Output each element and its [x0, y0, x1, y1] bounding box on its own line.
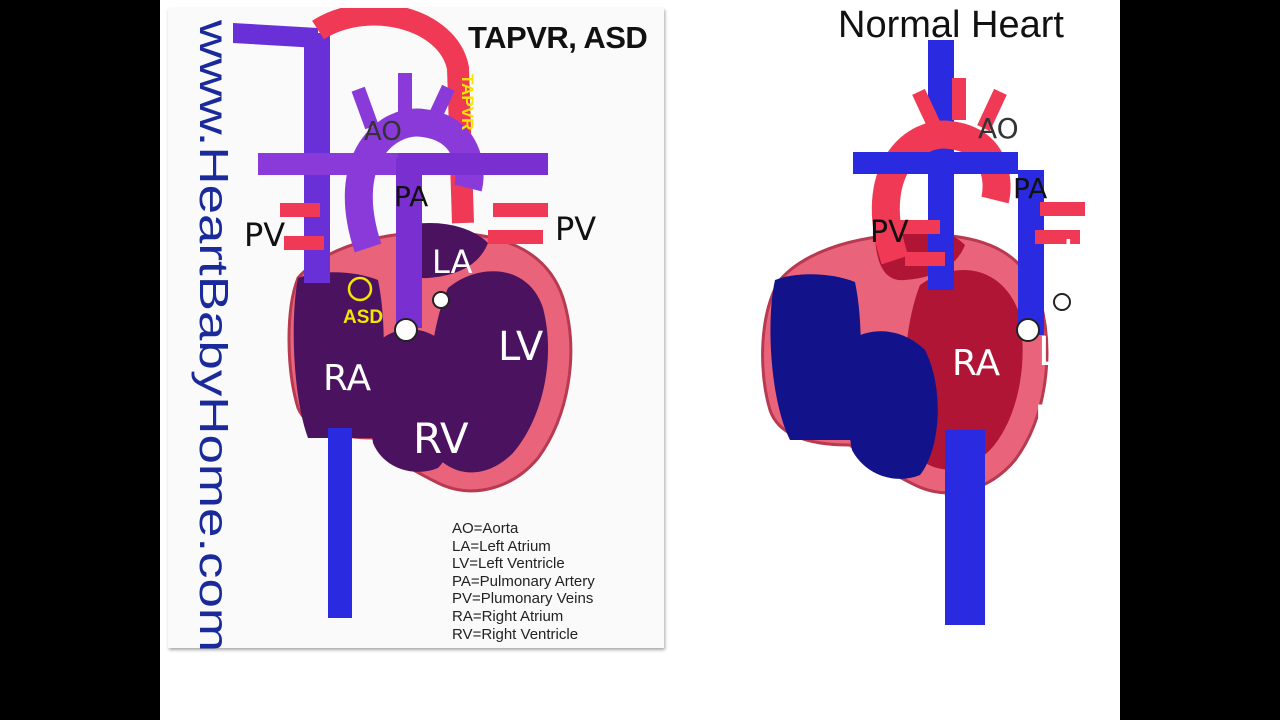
legend-item: RA=Right Atrium: [452, 607, 564, 625]
label-ao: AO: [978, 112, 1019, 145]
pv-left-1: [900, 220, 940, 234]
pv-left-2: [284, 236, 324, 250]
asd-marker: [347, 276, 373, 302]
pulmonary-artery-trunk: [396, 158, 422, 328]
legend-item: PV=Plumonary Veins: [452, 590, 594, 608]
slide: www.HeartBabyHome.com TAPVR, ASD: [160, 0, 1120, 720]
mitral-valve: [432, 291, 450, 309]
label-pv-left: PV: [870, 215, 909, 250]
pv-right-2: [488, 230, 543, 244]
pulmonary-artery-right-branch: [398, 153, 548, 175]
label-la: LA: [432, 243, 473, 281]
tapvr-heart-illustration: AO PA LA LV RA RV PV PV ASD TAPVR: [233, 8, 596, 618]
right-diagram-title: Normal Heart: [838, 4, 1064, 46]
label-pv-right: PV: [555, 210, 596, 248]
pulmonary-artery-left-branch: [258, 153, 398, 175]
pulmonary-artery-trunk: [1018, 170, 1044, 335]
right-ventricle-chamber: [371, 329, 459, 472]
label-lv: LV: [498, 324, 544, 370]
label-lv: LV: [1038, 329, 1084, 375]
label-la: LA: [1063, 233, 1100, 274]
label-ao: AO: [364, 117, 402, 147]
tapvr-diagram-panel: www.HeartBabyHome.com TAPVR, ASD: [168, 8, 664, 652]
mitral-valve: [1053, 293, 1071, 311]
label-pa: PA: [394, 180, 428, 213]
pulmonary-artery-right-branch: [853, 152, 1003, 174]
tricuspid-valve: [1016, 318, 1040, 342]
label-rv: RV: [413, 414, 469, 463]
pv-right-1: [1040, 202, 1085, 216]
legend-item: PA=Pulmonary Artery: [452, 572, 595, 590]
innominate-vein: [233, 23, 318, 48]
aortic-arch: [871, 120, 1011, 265]
legend-item: LV=Left Ventricle: [452, 555, 565, 573]
abbreviation-legend: AO=Aorta LA=Left Atrium LV=Left Ventricl…: [452, 520, 595, 643]
legend-item: AO=Aorta: [452, 520, 519, 537]
legend-item: LA=Left Atrium: [452, 537, 551, 555]
legend-item: RV=Right Ventricle: [452, 625, 579, 643]
tapvr-vessel: [312, 8, 474, 224]
label-tapvr: TAPVR: [458, 74, 477, 130]
inferior-vena-cava: [328, 428, 352, 618]
label-asd: ASD: [343, 307, 383, 328]
right-atrium-chamber: [770, 274, 861, 440]
pv-right-2: [1035, 230, 1080, 244]
tricuspid-valve: [394, 318, 418, 342]
label-pv-left: PV: [244, 216, 285, 254]
pv-left-2: [905, 252, 945, 266]
right-ventricle-chamber: [846, 331, 938, 479]
pv-right-1: [493, 203, 548, 217]
label-pa: PA: [1013, 172, 1047, 205]
label-rv: RV: [1034, 396, 1090, 445]
left-ventricle-chamber: [428, 271, 549, 473]
label-ra: RA: [323, 358, 372, 399]
right-atrium-chamber: [293, 272, 384, 438]
normal-heart-illustration: AO PA LA LV RA RV PV PV: [761, 40, 1100, 625]
inferior-vena-cava: [945, 430, 985, 625]
left-diagram-title: TAPVR, ASD: [468, 20, 648, 55]
label-ra: RA: [952, 343, 1001, 384]
pv-left-1: [280, 203, 320, 217]
